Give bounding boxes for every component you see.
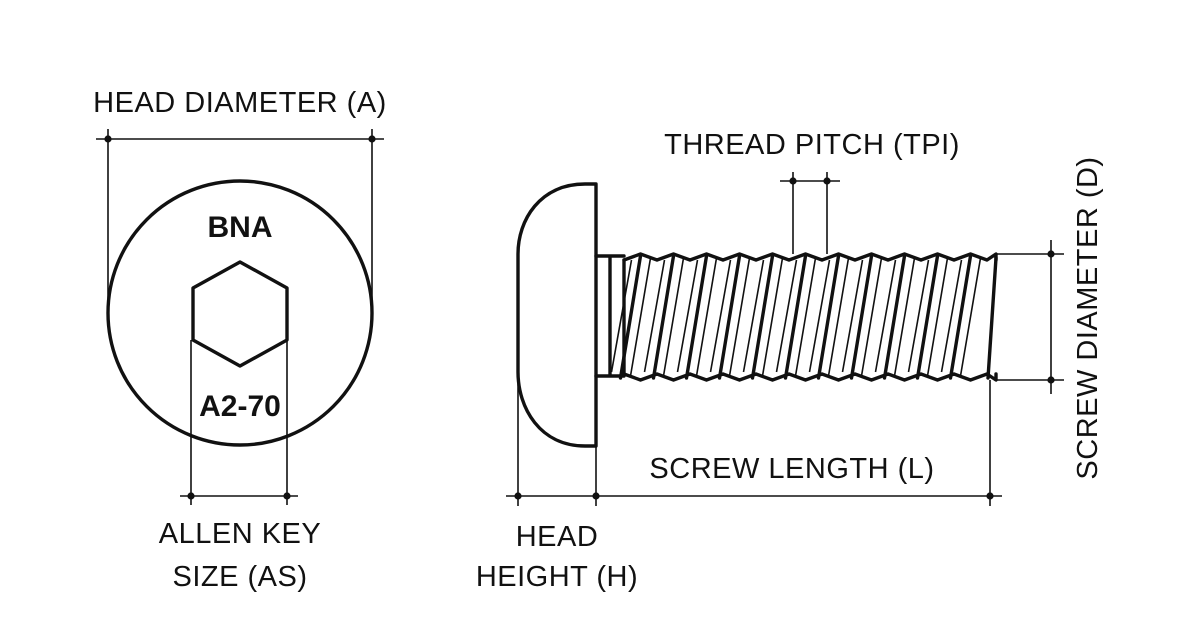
- thread-root: [695, 257, 718, 377]
- thread-flank: [618, 254, 643, 380]
- thread-crest-bottom: [622, 372, 998, 382]
- thread-root: [860, 257, 883, 377]
- thread-shade: [841, 259, 864, 373]
- screw-length-label: SCREW LENGTH (L): [649, 453, 934, 485]
- thread-shade: [709, 259, 732, 373]
- thread-shade: [874, 259, 897, 373]
- thread-flank: [948, 254, 973, 380]
- thread-root: [761, 257, 784, 377]
- thread-root: [629, 257, 652, 377]
- neck: [594, 254, 626, 378]
- thread-shade: [742, 259, 765, 373]
- thread-root: [926, 257, 949, 377]
- head-height-label-line2: HEIGHT (H): [476, 561, 638, 593]
- head-top-view: BNA A2-70: [106, 179, 374, 447]
- thread-crest-top: [622, 252, 998, 262]
- thread-shade: [940, 259, 963, 373]
- thread-flank: [684, 254, 709, 380]
- head-height-label-line1: HEAD: [516, 521, 599, 553]
- length-height-dimension: SCREW LENGTH (L) HEAD HEIGHT (H): [476, 380, 1002, 593]
- allen-key-label-line2: SIZE (AS): [172, 561, 307, 593]
- screw-side-view: [516, 182, 998, 448]
- thread-flank: [717, 254, 742, 380]
- thread-shade: [907, 259, 930, 373]
- thread-flank: [816, 254, 841, 380]
- thread-flank: [783, 254, 808, 380]
- thread-flank: [915, 254, 940, 380]
- grade-marking: A2-70: [199, 390, 281, 423]
- allen-key-dimension: ALLEN KEY SIZE (AS): [159, 340, 321, 593]
- thread-pitch-label: THREAD PITCH (TPI): [664, 129, 960, 161]
- brand-marking: BNA: [208, 211, 273, 244]
- thread-root: [893, 257, 916, 377]
- thread-root: [662, 257, 685, 377]
- screw-diameter-dimension: SCREW DIAMETER (D): [996, 156, 1104, 480]
- thread-flank: [750, 254, 775, 380]
- thread-body: [610, 252, 998, 382]
- thread-shade: [676, 259, 699, 373]
- thread-root: [794, 257, 817, 377]
- thread-end-edge: [986, 256, 998, 380]
- hex-socket: [191, 260, 289, 368]
- thread-shade: [808, 259, 831, 373]
- allen-key-label-line1: ALLEN KEY: [159, 518, 321, 550]
- head-diameter-dimension: HEAD DIAMETER (A): [93, 87, 387, 313]
- thread-flank: [651, 254, 676, 380]
- dome-head: [516, 182, 598, 448]
- thread-shade: [643, 259, 666, 373]
- thread-root: [728, 257, 751, 377]
- thread-flank: [849, 254, 874, 380]
- thread-shade: [775, 259, 798, 373]
- thread-flank: [882, 254, 907, 380]
- thread-pitch-dimension: THREAD PITCH (TPI): [664, 129, 960, 254]
- thread-root: [959, 257, 982, 377]
- thread-shade: [610, 259, 633, 373]
- screw-diameter-label: SCREW DIAMETER (D): [1072, 156, 1104, 479]
- thread-root: [827, 257, 850, 377]
- head-diameter-label: HEAD DIAMETER (A): [93, 87, 387, 119]
